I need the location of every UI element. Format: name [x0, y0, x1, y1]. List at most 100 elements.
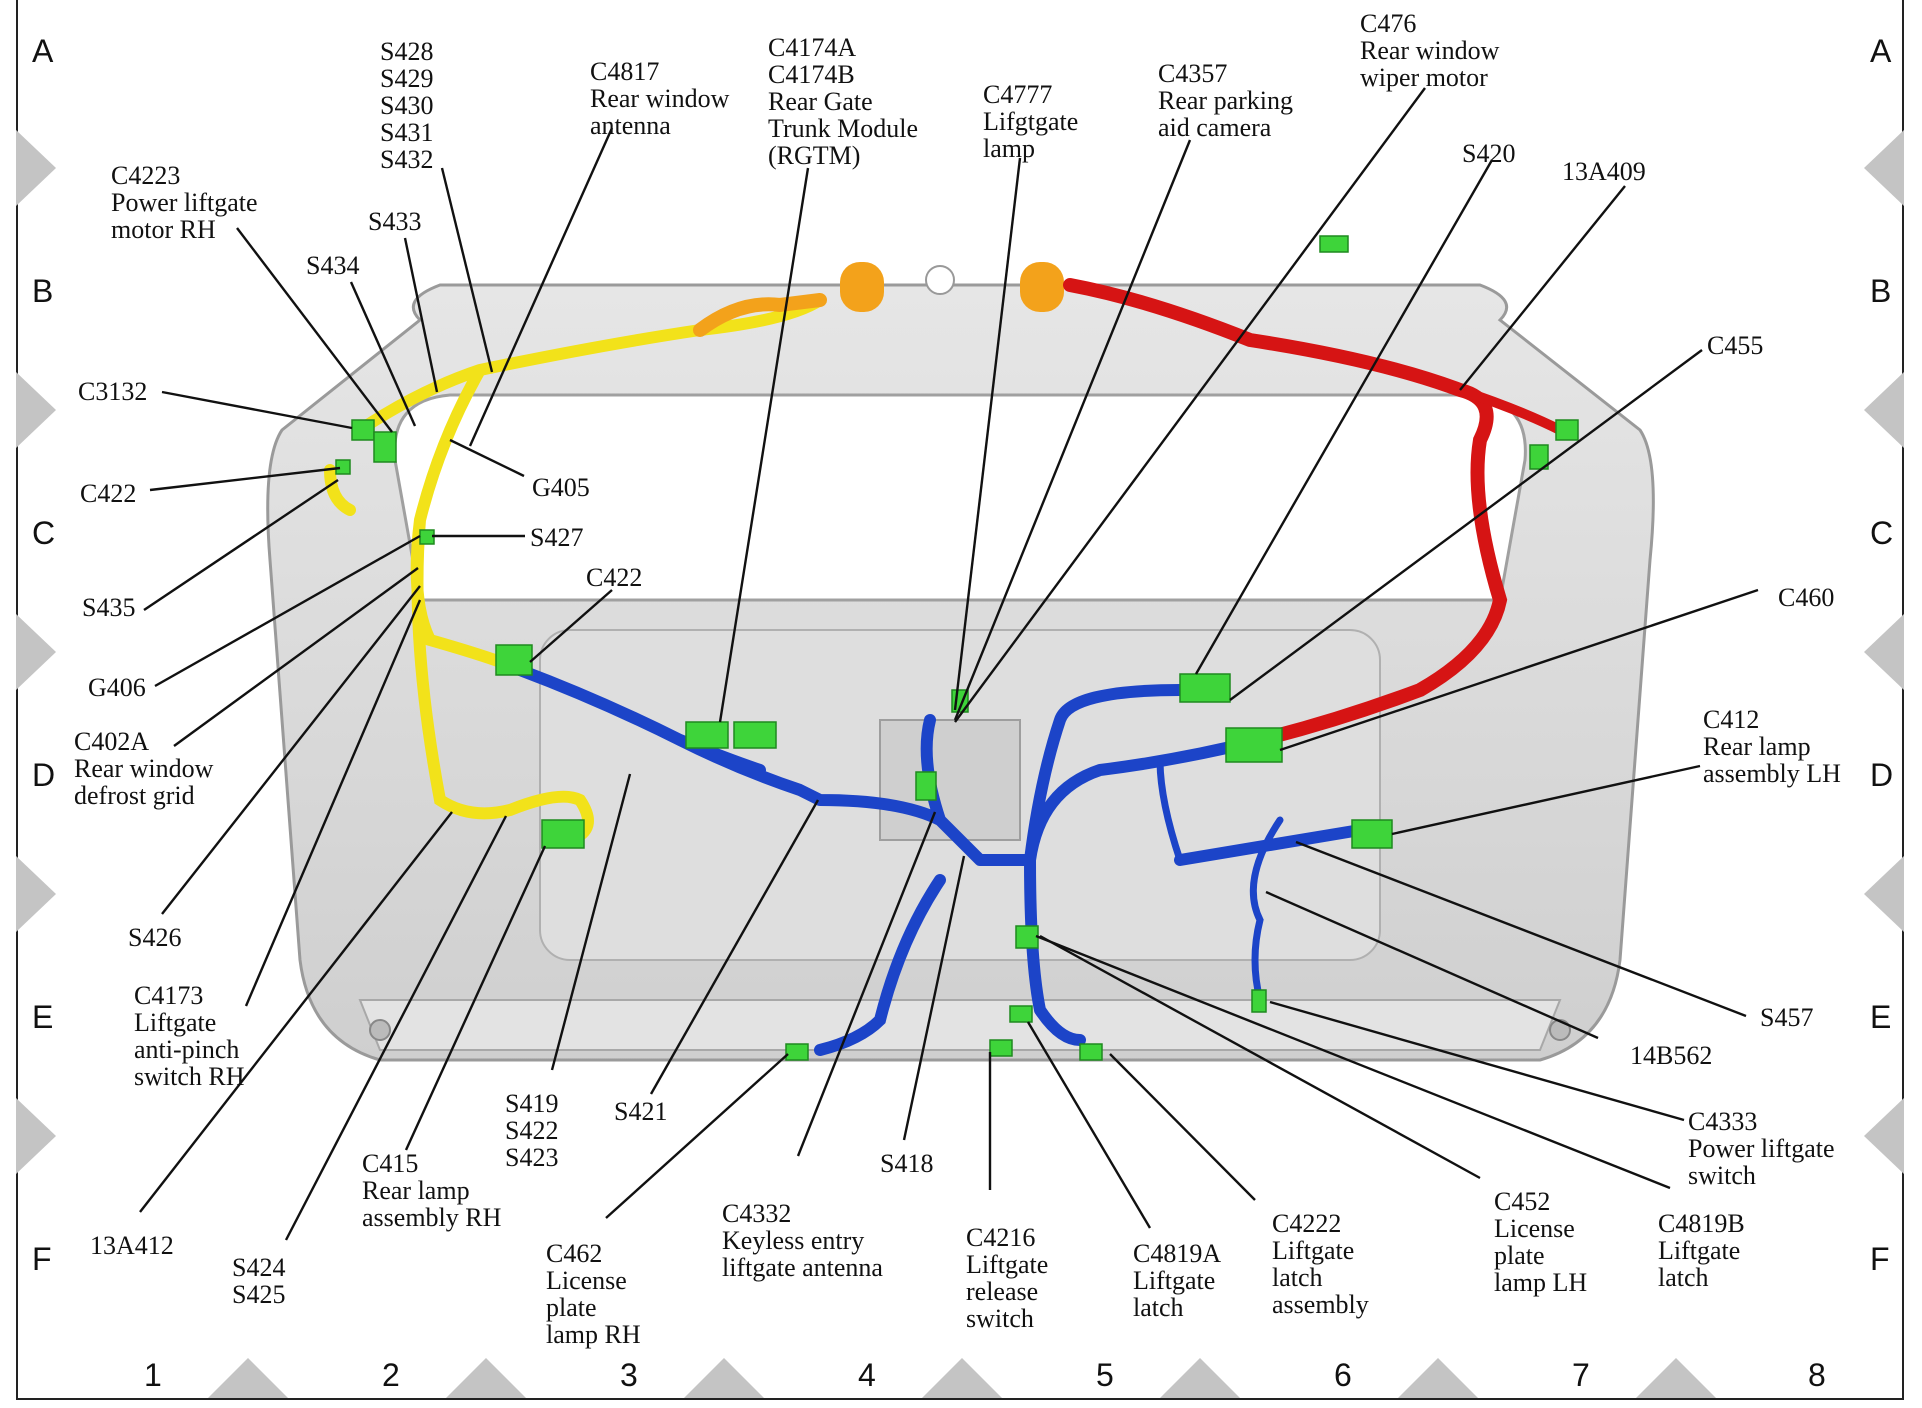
- harness-red: [1063, 278, 1565, 747]
- callout-c4819a-line-3: latch: [1133, 1293, 1184, 1322]
- callout-c4777-line-1: C4777: [983, 80, 1052, 109]
- callout-c4817-line-3: antenna: [590, 111, 671, 140]
- callout-c415-line-2: Rear lamp: [362, 1176, 470, 1205]
- grid-col-label-5: 5: [1096, 1357, 1114, 1393]
- callout-c402a-line-3: defrost grid: [74, 781, 195, 810]
- callout-s420: S420: [1462, 139, 1515, 168]
- callout-s434: S434: [306, 251, 359, 280]
- callout-c476-line-1: C476: [1360, 9, 1416, 38]
- callout-c4332-line-1: C4332: [722, 1199, 791, 1228]
- connector-c4332: [915, 771, 937, 801]
- callout-c476-line-3: wiper motor: [1360, 63, 1488, 92]
- callout-c462-line-1: C462: [546, 1239, 602, 1268]
- callout-c4333-line-1: C4333: [1688, 1107, 1757, 1136]
- grid-col-label-3: 3: [620, 1357, 638, 1393]
- callout-c462-line-3: plate: [546, 1293, 597, 1322]
- frame-markers: [16, 130, 1904, 1398]
- callout-c4819b-line-1: C4819B: [1658, 1209, 1745, 1238]
- connectors: [335, 235, 1579, 1061]
- grid-row-label-right-c: C: [1870, 515, 1893, 551]
- callout-c415-line-3: assembly RH: [362, 1203, 502, 1232]
- connector-c3132: [351, 419, 375, 441]
- callout-c4333-line-3: switch: [1688, 1161, 1756, 1190]
- callout-c4216-line-3: release: [966, 1277, 1038, 1306]
- callout-c4216-line-1: C4216: [966, 1223, 1035, 1252]
- callout-14b562: 14B562: [1630, 1041, 1712, 1070]
- callout-c4333-line-2: Power liftgate: [1688, 1134, 1835, 1163]
- callout-c4173-line-4: switch RH: [134, 1062, 245, 1091]
- callout-c4332-line-3: liftgate antenna: [722, 1253, 883, 1282]
- callout-c4173-line-3: anti-pinch: [134, 1035, 239, 1064]
- callout-c4222-line-2: Liftgate: [1272, 1236, 1354, 1265]
- callout-c402a-line-1: C402A: [74, 727, 149, 756]
- connector-c4216: [989, 1039, 1013, 1057]
- callout-c4223-line-1: C4223: [111, 161, 180, 190]
- callout-c4223-line-3: motor RH: [111, 215, 216, 244]
- callout-c4819b-line-2: Liftgate: [1658, 1236, 1740, 1265]
- connector-c415: [541, 819, 585, 849]
- callout-s426-line-1: S426: [128, 923, 181, 952]
- grid-col-label-6: 6: [1334, 1357, 1352, 1393]
- callout-s421: S421: [614, 1097, 667, 1126]
- callout-s419-line-1: S419: [505, 1089, 558, 1118]
- connector-c462: [785, 1043, 809, 1061]
- grid-row-label-right-e: E: [1870, 999, 1891, 1035]
- callout-s428-line-5: S432: [380, 145, 433, 174]
- callout-c4174-line-2: C4174B: [768, 60, 855, 89]
- leader-lines: [139, 87, 1759, 1241]
- grid-col-label-7: 7: [1572, 1357, 1590, 1393]
- callout-s419-line-2: S422: [505, 1116, 558, 1145]
- callout-s428-line-3: S430: [380, 91, 433, 120]
- callout-g406: G406: [88, 673, 146, 702]
- callout-c4174-line-1: C4174A: [768, 33, 856, 62]
- callout-s420-line-1: S420: [1462, 139, 1515, 168]
- harness-yellow: [324, 262, 1064, 846]
- callout-c462-line-2: License: [546, 1266, 627, 1295]
- grid-row-label-left-d: D: [32, 757, 55, 793]
- callout-s419-line-3: S423: [505, 1143, 558, 1172]
- connector-c455: [1179, 673, 1231, 703]
- callout-s427: S427: [530, 523, 583, 552]
- callout-s428-line-2: S429: [380, 64, 433, 93]
- callout-13a409: 13A409: [1562, 157, 1646, 186]
- callout-c452-line-4: lamp LH: [1494, 1268, 1587, 1297]
- connector-13a409: [1529, 444, 1549, 470]
- callout-c462-line-4: lamp RH: [546, 1320, 641, 1349]
- callout-c4173-line-2: Liftgate: [134, 1008, 216, 1037]
- connector-c4222: [1079, 1043, 1103, 1061]
- callout-c4216-line-2: Liftgate: [966, 1250, 1048, 1279]
- callout-c452-line-3: plate: [1494, 1241, 1545, 1270]
- callout-s435: S435: [82, 593, 135, 622]
- callout-s433: S433: [368, 207, 421, 236]
- grid-row-label-left-c: C: [32, 515, 55, 551]
- callout-c4174-line-5: (RGTM): [768, 141, 860, 170]
- callout-c4357-line-3: aid camera: [1158, 113, 1272, 142]
- grid-row-label-left-f: F: [32, 1241, 52, 1277]
- callout-s427-line-1: S427: [530, 523, 583, 552]
- connector-c4333: [1251, 989, 1267, 1013]
- callout-c4357-line-2: Rear parking: [1158, 86, 1293, 115]
- grid-row-label-right-b: B: [1870, 273, 1891, 309]
- grid-row-label-left-e: E: [32, 999, 53, 1035]
- diagram-frame: [16, 0, 1904, 1400]
- grid-col-label-4: 4: [858, 1357, 876, 1393]
- connector-c422-upper: [335, 459, 351, 475]
- connector-c4357: [1319, 235, 1349, 253]
- connector-c4819a: [1009, 1005, 1033, 1023]
- callout-c4817-line-1: C4817: [590, 57, 659, 86]
- grid-col-label-2: 2: [382, 1357, 400, 1393]
- grid-col-label-1: 1: [144, 1357, 162, 1393]
